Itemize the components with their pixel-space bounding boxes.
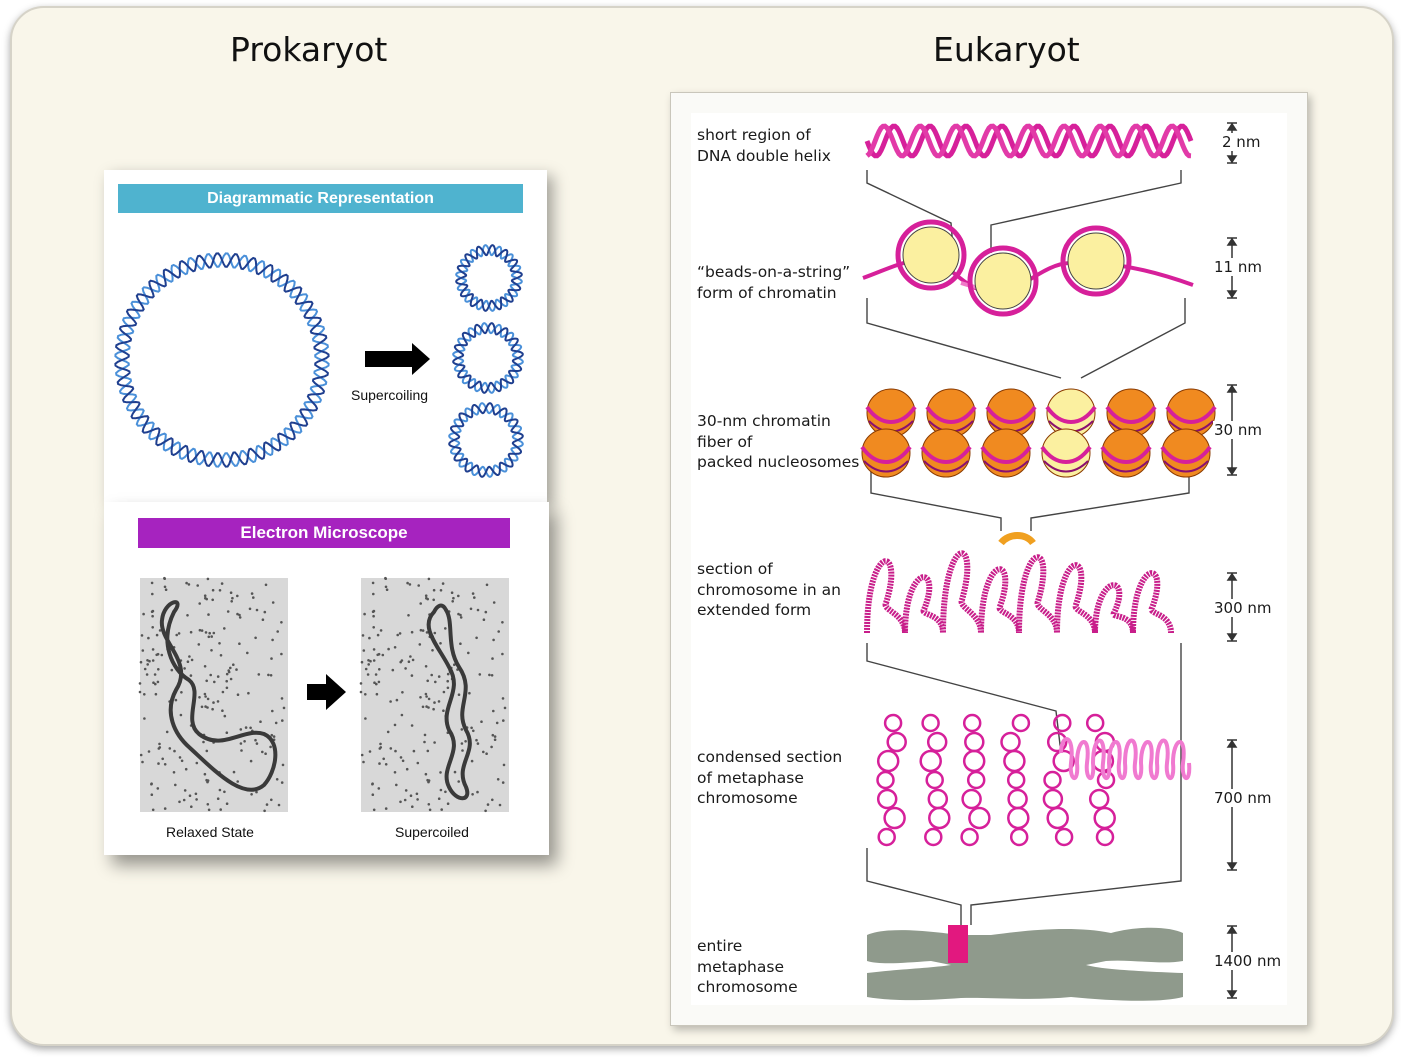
relaxed-circular-dna: [114, 252, 330, 468]
scale-label-700nm: 700 nm: [1213, 789, 1273, 807]
scale-label-30nm: 30 nm: [1213, 421, 1263, 439]
arrow-icon: [307, 674, 346, 710]
electron-microscope-banner: Electron Microscope: [138, 518, 510, 548]
micrographs: [138, 576, 509, 813]
level-label-metaphase: entire metaphase chromosome: [697, 937, 798, 996]
eukaryote-heading: Eukaryot: [933, 30, 1080, 69]
chromatin-fiber-30nm: [860, 388, 1217, 478]
relaxed-state-label: Relaxed State: [166, 824, 254, 840]
prokaryote-heading: Prokaryot: [230, 30, 388, 69]
highlight-segment: [998, 532, 1036, 546]
scale-label-11nm: 11 nm: [1213, 258, 1263, 276]
electron-microscope-panel: Electron Microscope Relaxed State Superc…: [104, 502, 549, 855]
relaxed-micrograph: [140, 578, 288, 812]
chromatin-levels-figure: [860, 122, 1238, 1001]
diagram-banner: Diagrammatic Representation: [118, 184, 523, 213]
chromatin-packing-diagram: short region of DNA double helix “beads-…: [691, 113, 1287, 1005]
level-label-condensed: condensed section of metaphase chromosom…: [697, 748, 843, 807]
extended-fiber-tail: [1059, 737, 1192, 780]
supercoiled-dna: [448, 244, 524, 478]
circular-dna-diagram: [114, 244, 524, 478]
supercoiling-label: Supercoiling: [351, 387, 429, 403]
dna-double-helix: [864, 123, 1194, 159]
scale-label-2nm: 2 nm: [1221, 133, 1262, 151]
level-label-fiber: 30-nm chromatin fiber of packed nucleoso…: [697, 412, 860, 471]
condensed-chromosome-section: [876, 713, 1116, 847]
level-label-extended: section of chromosome in an extended for…: [697, 560, 841, 619]
level-label-beads: “beads-on-a-string” form of chromatin: [697, 263, 851, 302]
metaphase-chromosome: [867, 925, 1183, 1001]
extended-chromosome-loops: [864, 550, 1174, 634]
beads-on-a-string: [862, 219, 1194, 317]
level-label-helix: short region of DNA double helix: [697, 126, 831, 165]
supercoiled-micrograph: [361, 578, 509, 812]
chromatin-packing-panel: short region of DNA double helix “beads-…: [670, 92, 1308, 1026]
scale-bars: [1226, 122, 1238, 999]
diagram-panel: Diagrammatic Representation Supercoiling: [104, 170, 547, 502]
supercoiled-dna-strand: [426, 603, 472, 801]
scale-label-1400nm: 1400 nm: [1213, 952, 1283, 970]
arrow-icon: [365, 343, 430, 375]
supercoiled-label: Supercoiled: [395, 824, 469, 840]
relaxed-dna-strand: [159, 600, 278, 792]
scale-label-300nm: 300 nm: [1213, 599, 1273, 617]
